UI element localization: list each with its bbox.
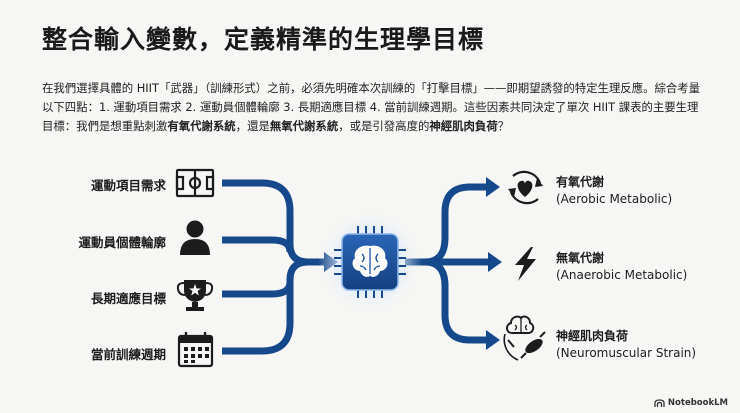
input-label-sport-demands: 運動項目需求 [90,178,166,193]
calendar-icon [177,332,214,368]
trophy-icon [176,280,214,311]
input-label-training-cycle: 當前訓練週期 [90,347,166,362]
output-neuromuscular-en: (Neuromuscular Strain) [556,346,697,360]
footer-brand-text: NotebookLM [667,398,728,408]
output-anaerobic: 無氧代謝 (Anaerobic Metabolic) [556,250,687,284]
intro-text-1: 在我們選擇具體的 HIIT「武器」（訓練形式）之前，必須先明確本次訓練的「打擊目… [42,81,701,133]
input-label-long-term-goal: 長期適應目標 [90,291,166,306]
arrowhead-out-1 [486,177,500,197]
arrowhead-out-3 [486,330,500,350]
output-aerobic-zh: 有氧代謝 [556,175,605,189]
lightning-icon [515,247,536,281]
brain-chip-icon [318,210,422,314]
output-aerobic: 有氧代謝 (Aerobic Metabolic) [556,174,672,208]
footer-brand: NotebookLM [654,398,728,408]
intro-paragraph: 在我們選擇具體的 HIIT「武器」（訓練形式）之前，必須先明確本次訓練的「打擊目… [42,79,702,136]
arrow-in-1 [222,179,326,266]
output-neuromuscular-zh: 神經肌肉負荷 [556,329,629,343]
soccer-field-icon [175,168,215,198]
input-label-athlete-profile: 運動員個體輪廓 [78,235,166,250]
intro-text-2: ，還是 [235,119,270,133]
brain-muscle-icon [503,315,546,361]
intro-text-3: ，或是引發高度的 [338,119,430,133]
arrowhead-out-2 [488,252,502,272]
notebooklm-logo-icon [654,398,665,407]
output-aerobic-en: (Aerobic Metabolic) [556,192,673,206]
arrow-in-2 [222,236,294,253]
output-neuromuscular: 神經肌肉負荷 (Neuromuscular Strain) [556,328,696,362]
intro-bold-aerobic: 有氧代謝系統 [167,119,236,133]
intro-bold-neuromuscular: 神經肌肉負荷 [429,119,498,133]
arrow-in-4 [222,258,309,355]
heart-cycle-icon [508,170,543,205]
arrow-in-3 [222,281,294,298]
person-silhouette-icon [180,220,210,255]
output-anaerobic-zh: 無氧代謝 [556,251,605,265]
output-anaerobic-en: (Anaerobic Metabolic) [556,268,688,282]
intro-bold-anaerobic: 無氧代謝系統 [269,119,339,133]
arrow-out-3 [405,258,488,344]
page-title: 整合輸入變數，定義精準的生理學目標 [42,25,485,54]
intro-text-4: ？ [497,119,510,133]
